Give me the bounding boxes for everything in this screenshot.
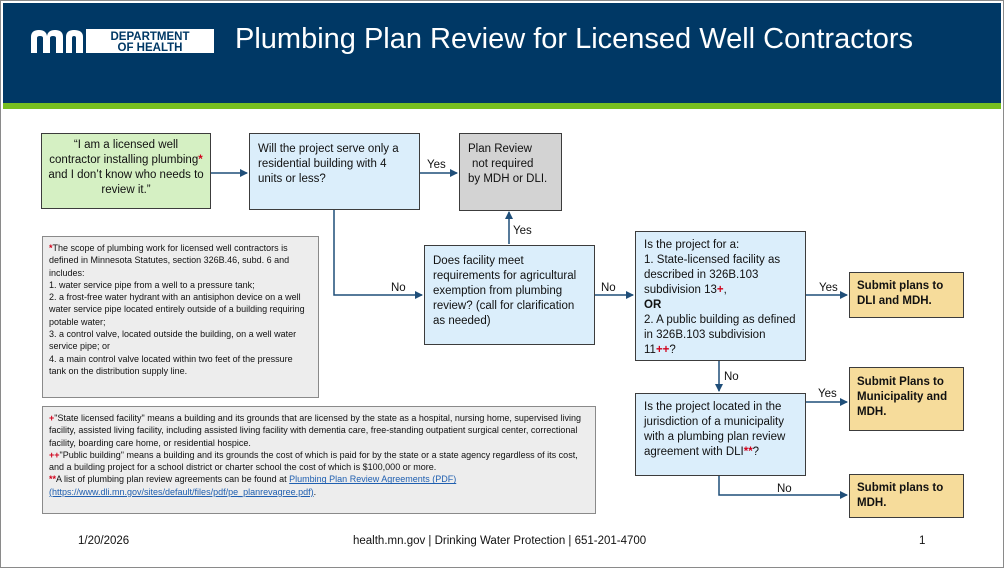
scope-footnote-marker: * bbox=[198, 154, 203, 166]
label-no-agricultural: No bbox=[601, 282, 616, 294]
scope-note-intro: *The scope of plumbing work for licensed… bbox=[49, 243, 290, 278]
arrow-municipality-no bbox=[718, 476, 848, 499]
submit-mdh-text: Submit plans to MDH. bbox=[857, 482, 944, 509]
question-agricultural-text: Does facility meet requirements for agri… bbox=[433, 255, 577, 327]
label-no-municipality: No bbox=[777, 483, 792, 495]
mdh-logo: DEPARTMENT OF HEALTH bbox=[29, 27, 214, 55]
plan-review-line1: Plan Review bbox=[468, 143, 532, 155]
agreements-url-link[interactable]: (https://www.dli.mn.gov/sites/default/fi… bbox=[49, 486, 314, 497]
footer-date: 1/20/2026 bbox=[78, 535, 130, 547]
logo-line2: OF HEALTH bbox=[118, 42, 183, 54]
project-for-option2: 2. A public building as defined in 326B.… bbox=[644, 314, 796, 356]
scope-note-box: *The scope of plumbing work for licensed… bbox=[42, 236, 319, 398]
footer-page-number: 1 bbox=[919, 535, 926, 547]
plan-review-line3: by MDH or DLI. bbox=[468, 173, 548, 185]
label-yes-project-for: Yes bbox=[819, 282, 838, 294]
submit-mdh-box: Submit plans to MDH. bbox=[849, 474, 964, 518]
plan-review-not-required-box: Plan Review not required by MDH or DLI. bbox=[459, 133, 562, 211]
submit-dli-mdh-text: Submit plans to DLI and MDH. bbox=[857, 280, 944, 307]
header-banner: DEPARTMENT OF HEALTH Plumbing Plan Revie… bbox=[3, 3, 1001, 103]
page-title: Plumbing Plan Review for Licensed Well C… bbox=[235, 23, 914, 55]
question-residential-box: Will the project serve only a residentia… bbox=[249, 133, 420, 210]
logo-line1: DEPARTMENT bbox=[110, 31, 189, 43]
question-agricultural-box: Does facility meet requirements for agri… bbox=[424, 245, 595, 345]
start-text-2: and I don’t know who needs to review it.… bbox=[48, 169, 204, 196]
header-accent-stripe bbox=[3, 103, 1001, 109]
label-yes-agricultural: Yes bbox=[513, 225, 532, 237]
question-residential-text: Will the project serve only a residentia… bbox=[258, 143, 399, 185]
definition-public-building: ++"Public building" means a building and… bbox=[49, 449, 578, 473]
label-no-project-for: No bbox=[724, 371, 739, 383]
state-licensed-marker: + bbox=[716, 284, 724, 296]
agreements-marker: ** bbox=[743, 446, 753, 458]
definition-state-licensed: +"State licensed facility" means a build… bbox=[49, 413, 581, 448]
agreements-pdf-link[interactable]: Plumbing Plan Review Agreements (PDF) bbox=[289, 474, 457, 485]
scope-note-item: 2. a frost-free water hydrant with an an… bbox=[49, 292, 305, 327]
plan-review-line2: not required bbox=[472, 158, 534, 170]
public-building-marker: ++ bbox=[655, 344, 670, 356]
start-statement-box: “I am a licensed well contractor install… bbox=[41, 133, 211, 209]
arrow-residential-no bbox=[333, 210, 423, 299]
scope-note-item: 3. a control valve, located outside the … bbox=[49, 329, 297, 352]
submit-dli-mdh-box: Submit plans to DLI and MDH. bbox=[849, 272, 964, 318]
question-municipality-box: Is the project located in the jurisdicti… bbox=[635, 393, 806, 476]
project-for-intro: Is the project for a: bbox=[644, 239, 740, 251]
question-municipality-text: Is the project located in the jurisdicti… bbox=[644, 401, 786, 458]
definitions-note-box: +"State licensed facility" means a build… bbox=[42, 406, 596, 514]
submit-municipality-mdh-text: Submit Plans to Municipality and MDH. bbox=[857, 376, 948, 418]
submit-municipality-mdh-box: Submit Plans to Municipality and MDH. bbox=[849, 367, 964, 431]
footer-contact: health.mn.gov | Drinking Water Protectio… bbox=[353, 535, 647, 547]
question-project-for-box: Is the project for a: 1. State-licensed … bbox=[635, 231, 806, 361]
project-for-option1: 1. State-licensed facility as described … bbox=[644, 254, 781, 296]
project-for-or: OR bbox=[644, 299, 662, 311]
label-yes-municipality: Yes bbox=[818, 388, 837, 400]
scope-note-item: 1. water service pipe from a well to a p… bbox=[49, 279, 255, 290]
label-no-residential: No bbox=[391, 282, 406, 294]
label-yes-residential: Yes bbox=[427, 159, 446, 171]
start-text-1: “I am a licensed well contractor install… bbox=[49, 139, 199, 166]
mdh-logo-mark-icon: DEPARTMENT OF HEALTH bbox=[31, 29, 214, 54]
scope-note-item: 4. a main control valve located within t… bbox=[49, 353, 293, 376]
definition-agreements: **A list of plumbing plan review agreeme… bbox=[49, 474, 457, 497]
